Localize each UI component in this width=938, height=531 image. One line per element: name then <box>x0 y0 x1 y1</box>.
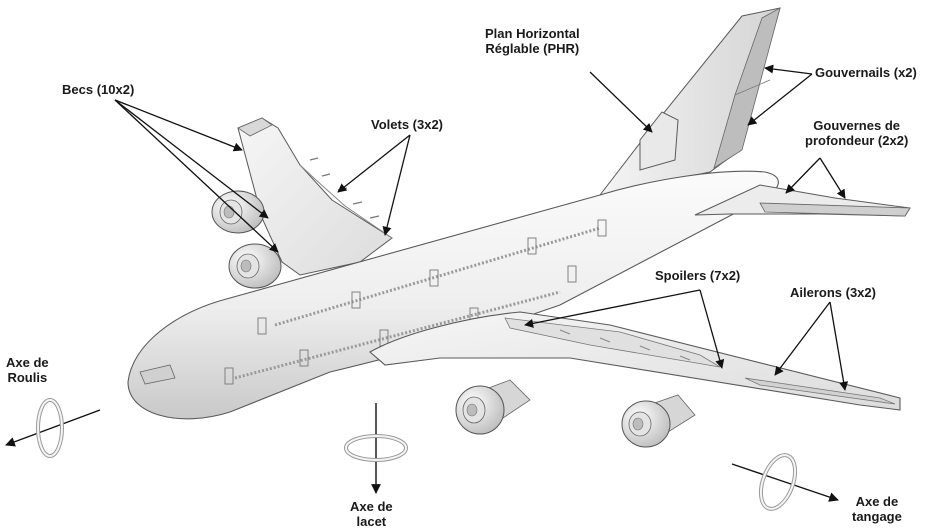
vertical-stabilizer <box>600 8 780 195</box>
pitch-axis <box>732 451 838 514</box>
right-wing <box>370 312 900 410</box>
label-axe-roulis: Axe de Roulis <box>6 355 49 385</box>
label-axe-lacet: Axe de lacet <box>350 499 393 529</box>
label-ailerons: Ailerons (3x2) <box>790 285 876 300</box>
label-axe-tangage: Axe de tangage <box>852 494 902 524</box>
label-phr: Plan Horizontal Réglable (PHR) <box>485 26 580 56</box>
yaw-axis <box>346 403 406 493</box>
label-volets: Volets (3x2) <box>371 117 443 132</box>
label-spoilers: Spoilers (7x2) <box>655 268 740 283</box>
label-gouvernails: Gouvernails (x2) <box>815 65 917 80</box>
roll-axis <box>6 400 100 456</box>
label-becs: Becs (10x2) <box>62 82 134 97</box>
label-gouvernes-profondeur: Gouvernes de profondeur (2x2) <box>805 118 908 148</box>
right-engines <box>456 380 695 447</box>
